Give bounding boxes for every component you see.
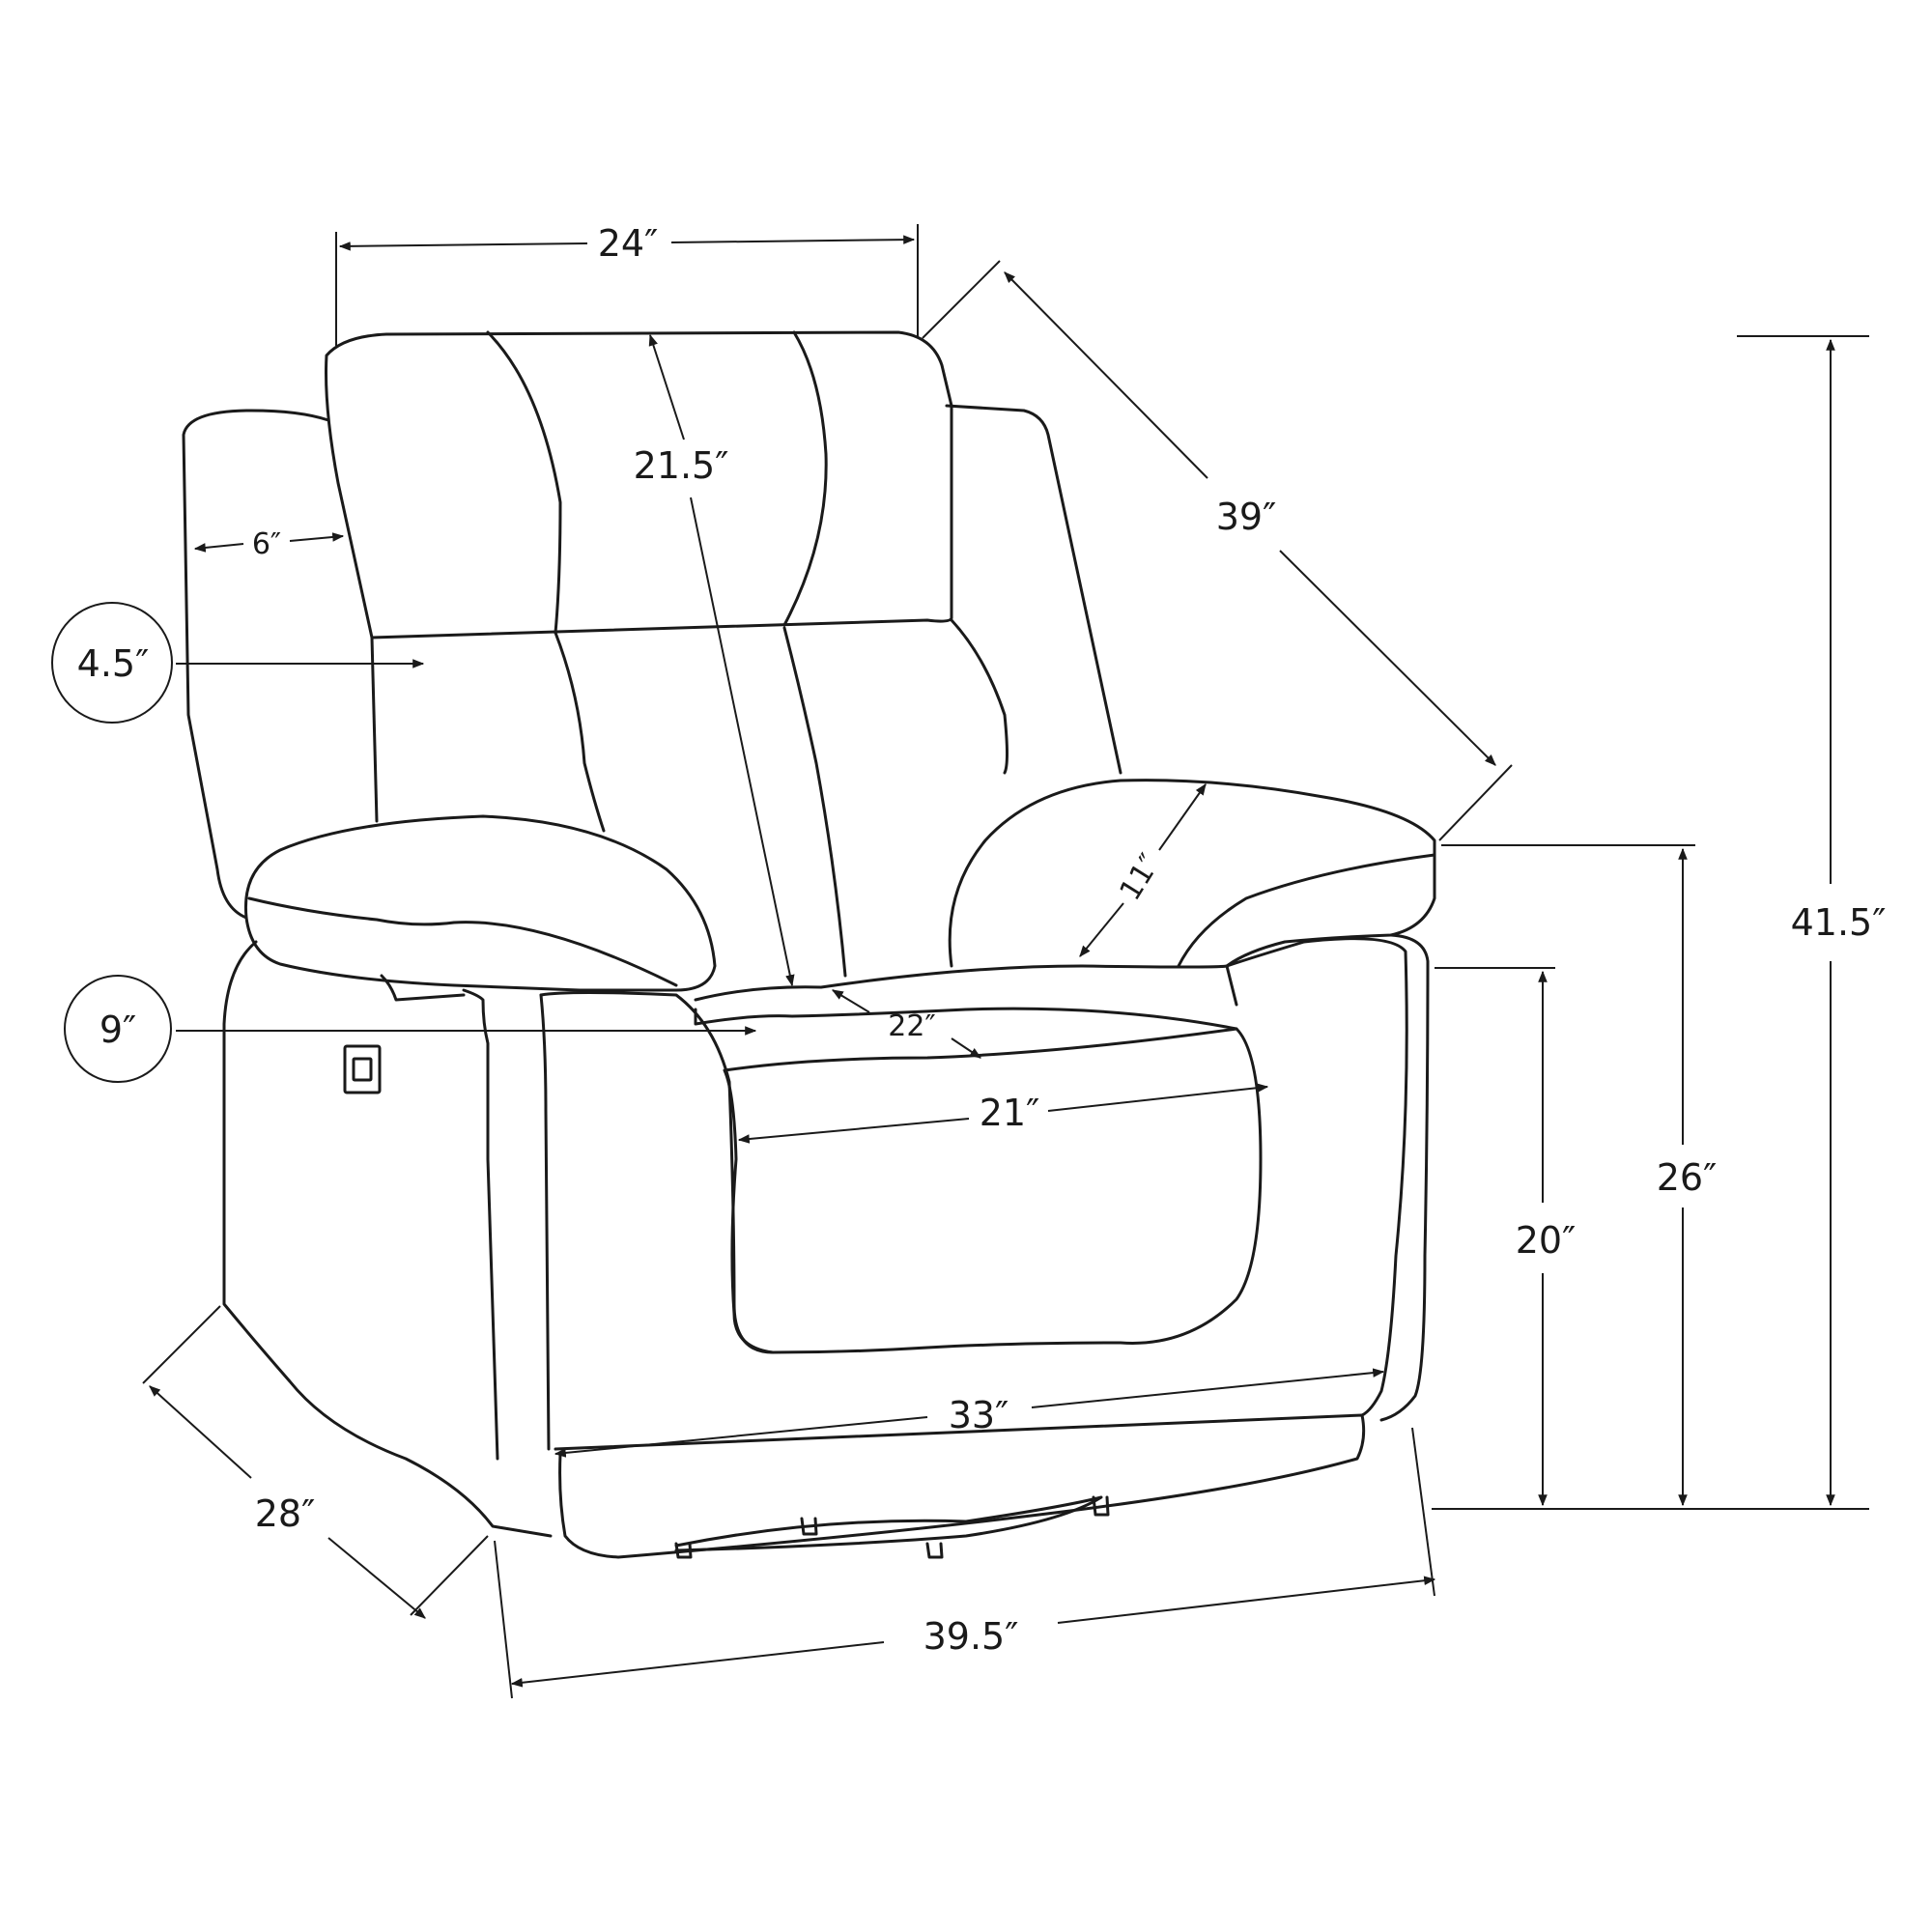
dim-line-side-depth [149, 1385, 252, 1479]
label-front-width: 33″ [949, 1394, 1009, 1436]
label-armrest-height: 9″ [99, 1009, 136, 1051]
label-overall-width: 39.5″ [923, 1615, 1019, 1658]
right-arm-front [1225, 937, 1408, 1417]
seat-cushion-top [694, 964, 1238, 1007]
headrest-callout-circle [51, 602, 173, 724]
dim-line-armrest-side [193, 543, 244, 553]
back-cushion-left [370, 636, 379, 823]
label-overall-height: 41.5″ [1791, 901, 1887, 944]
right-arm-side [1379, 933, 1430, 1422]
dim-line-diagonal-depth [1004, 271, 1208, 479]
dim-line-overall-width [510, 1641, 885, 1688]
base-leg-4 [1092, 1495, 1110, 1517]
label-seat-height: 20″ [1516, 1219, 1577, 1262]
headrest [325, 330, 953, 639]
label-back-width: 24″ [598, 222, 659, 265]
left-arm-front [539, 991, 775, 1354]
dimension-labels: 24″ 21.5″ 39″ 41.5″ 26″ 20″ 6″ 4.5″ 9″ 1… [77, 222, 1887, 1658]
left-armrest-top [243, 814, 717, 992]
label-seat-depth: 22″ [888, 1009, 935, 1043]
base-leg-1 [674, 1542, 693, 1559]
label-side-depth: 28″ [255, 1492, 316, 1535]
right-armrest-seam [1177, 853, 1436, 968]
headrest-seam-left [486, 330, 562, 635]
power-button-icon [343, 1044, 382, 1094]
dim-line-back-width [338, 242, 588, 251]
chair-outline [182, 330, 1436, 1559]
left-side-seam [462, 988, 499, 1461]
left-armrest-seam [247, 896, 678, 987]
dim-line-front-width [554, 1416, 928, 1458]
left-arm-side [380, 974, 466, 1002]
label-back-height: 21.5″ [634, 444, 729, 487]
back-cushion-right [950, 618, 1009, 775]
footrest [554, 1413, 1366, 1559]
seat-front-panel [723, 1027, 1263, 1354]
right-armrest-top [948, 779, 1436, 968]
dim-line-armrest-top [1158, 783, 1207, 851]
left-wing [182, 409, 330, 920]
base-leg-3 [925, 1542, 944, 1559]
headrest-seam-right [782, 330, 828, 627]
label-armrest-top: 11″ [1113, 848, 1167, 906]
power-button-inner-icon [352, 1057, 373, 1082]
label-arm-height: 26″ [1657, 1156, 1718, 1199]
dim-line-seat-depth [831, 989, 870, 1013]
dim-line-back-height [648, 333, 685, 440]
dimension-lines [142, 224, 1869, 1699]
left-side-panel [222, 940, 553, 1538]
left-arm-inner [539, 993, 551, 1451]
dim-line-seat-width [737, 1118, 970, 1144]
swivel-base [674, 1495, 1103, 1552]
back-seam-right [782, 626, 847, 978]
base-leg-2 [800, 1517, 818, 1536]
right-wing [945, 404, 1122, 775]
label-diagonal-depth: 39″ [1216, 496, 1277, 538]
armrest-callout-circle [64, 975, 172, 1083]
label-armrest-side: 6″ [252, 527, 281, 561]
back-seam-left [554, 631, 606, 833]
seat-cushion-front [694, 1007, 1238, 1031]
label-seat-width: 21″ [980, 1092, 1040, 1134]
label-headrest: 4.5″ [77, 642, 150, 685]
